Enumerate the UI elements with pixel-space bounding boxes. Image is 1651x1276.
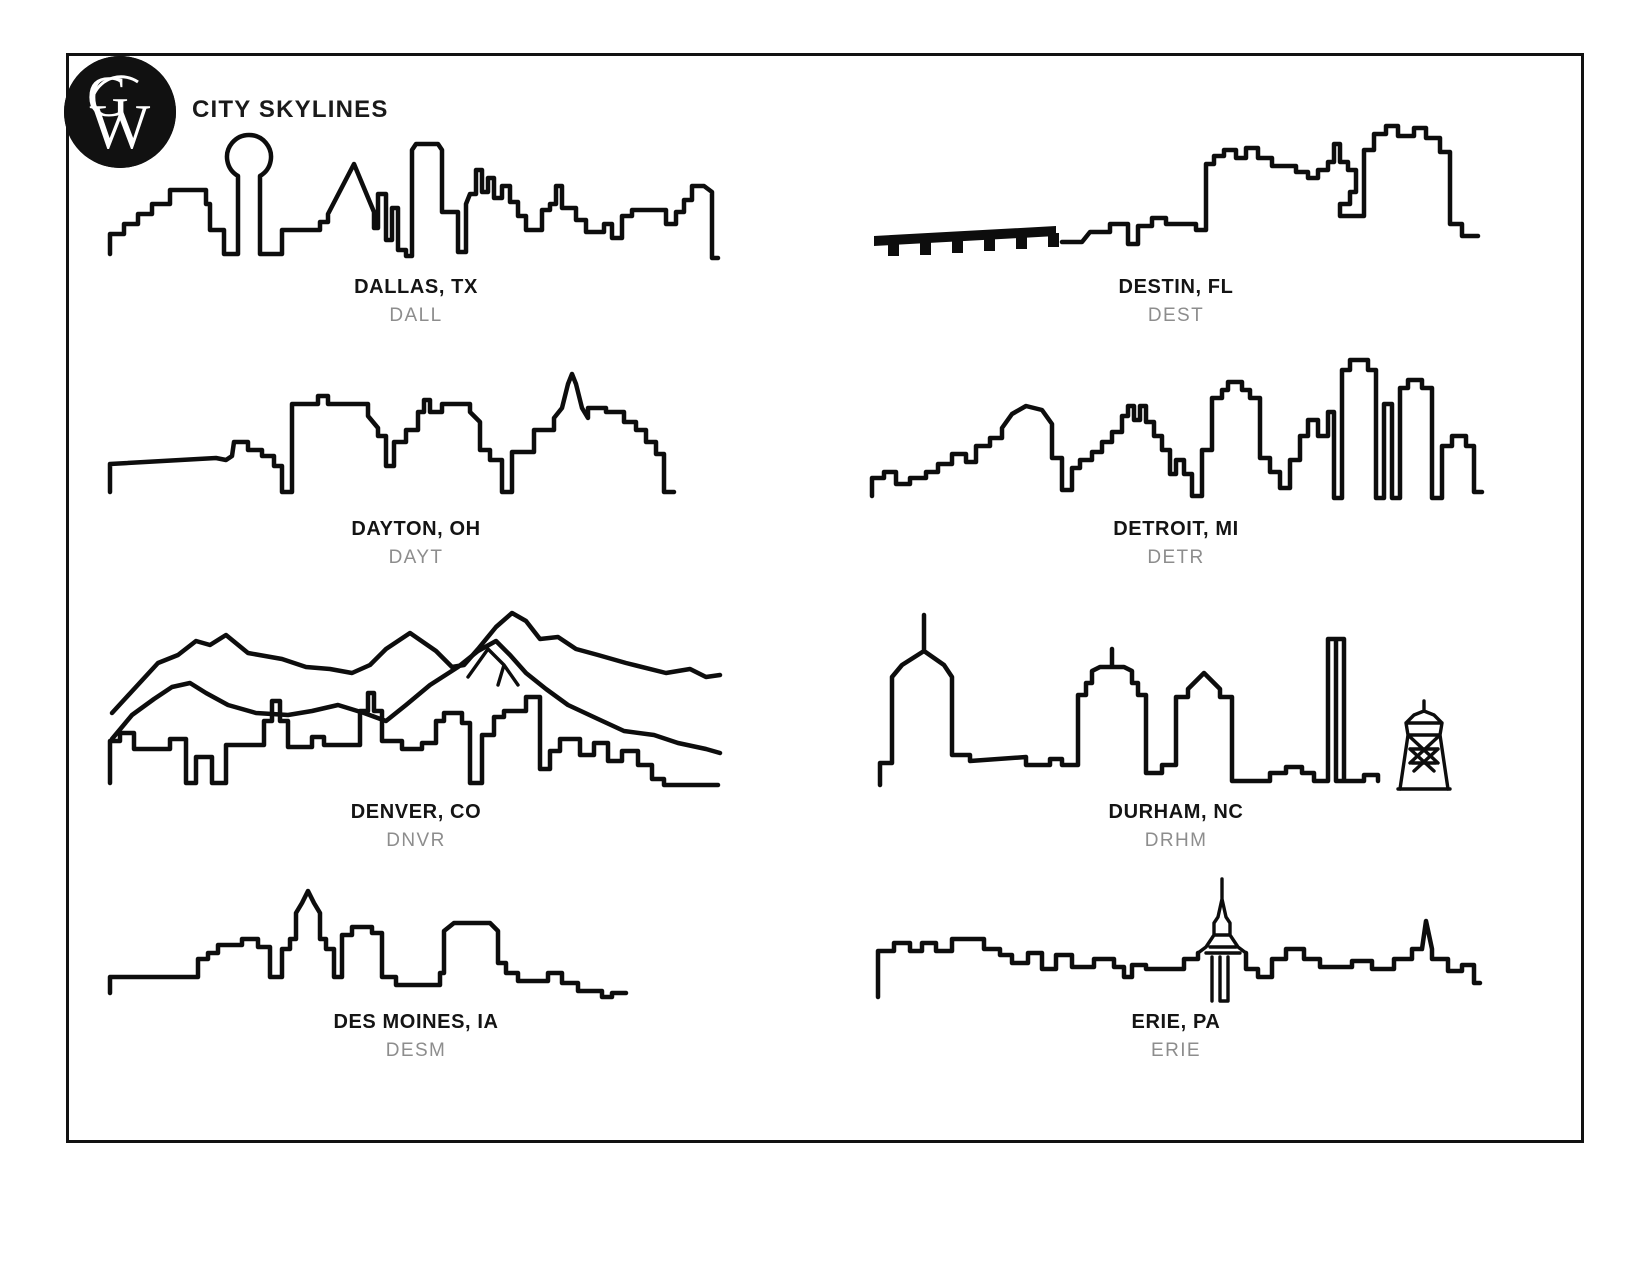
city-name: DENVER, CO	[350, 801, 482, 823]
des-moines-skyline-icon	[106, 873, 726, 1003]
city-name: DAYTON, OH	[351, 518, 481, 540]
city-name: DES MOINES, IA	[333, 1011, 499, 1033]
denver-skyline-icon	[106, 593, 726, 793]
destin-skyline-icon	[866, 108, 1486, 268]
city-caption: DAYTON, OH DAYT	[106, 516, 726, 571]
page-border-frame	[66, 53, 1584, 1143]
city-card-erie[interactable]: ERIE, PA ERIE	[866, 873, 1486, 1064]
skyline-grid: DALLAS, TX DALL DESTIN, FL DEST	[66, 53, 1584, 1143]
dayton-skyline-icon	[106, 350, 726, 510]
city-card-durham[interactable]: DURHAM, NC DRHM	[866, 593, 1486, 854]
city-caption: DES MOINES, IA DESM	[106, 1009, 726, 1064]
city-name: DESTIN, FL	[1118, 276, 1234, 298]
erie-skyline-icon	[866, 873, 1486, 1003]
city-code: DALL	[389, 305, 443, 326]
city-code: DAYT	[388, 547, 444, 568]
city-code: DESM	[385, 1040, 447, 1061]
gw-monogram-circle-logo: G W	[64, 56, 176, 168]
city-caption: DALLAS, TX DALL	[106, 274, 726, 329]
dallas-skyline-icon	[106, 108, 726, 268]
city-code: ERIE	[1151, 1040, 1201, 1061]
durham-skyline-icon	[866, 593, 1486, 793]
city-card-dayton[interactable]: DAYTON, OH DAYT	[106, 350, 726, 571]
city-caption: DETROIT, MI DETR	[866, 516, 1486, 571]
city-card-detroit[interactable]: DETROIT, MI DETR	[866, 350, 1486, 571]
city-card-des-moines[interactable]: DES MOINES, IA DESM	[106, 873, 726, 1064]
city-code: DETR	[1147, 547, 1205, 568]
city-name: ERIE, PA	[1131, 1011, 1221, 1033]
city-name: DETROIT, MI	[1113, 518, 1239, 540]
city-code: DNVR	[386, 830, 446, 851]
city-caption: DENVER, CO DNVR	[106, 799, 726, 854]
svg-text:G: G	[87, 64, 129, 129]
city-code: DRHM	[1144, 830, 1208, 851]
city-code: DEST	[1147, 305, 1205, 326]
city-caption: DESTIN, FL DEST	[866, 274, 1486, 329]
city-card-dallas[interactable]: DALLAS, TX DALL	[106, 108, 726, 329]
city-card-denver[interactable]: DENVER, CO DNVR	[106, 593, 726, 854]
city-card-destin[interactable]: DESTIN, FL DEST	[866, 108, 1486, 329]
detroit-skyline-icon	[866, 350, 1486, 510]
svg-text:W: W	[90, 91, 151, 162]
city-caption: DURHAM, NC DRHM	[866, 799, 1486, 854]
city-caption: ERIE, PA ERIE	[866, 1009, 1486, 1064]
city-name: DURHAM, NC	[1108, 801, 1244, 823]
page-title: CITY SKYLINES	[192, 96, 389, 123]
city-name: DALLAS, TX	[354, 276, 478, 298]
